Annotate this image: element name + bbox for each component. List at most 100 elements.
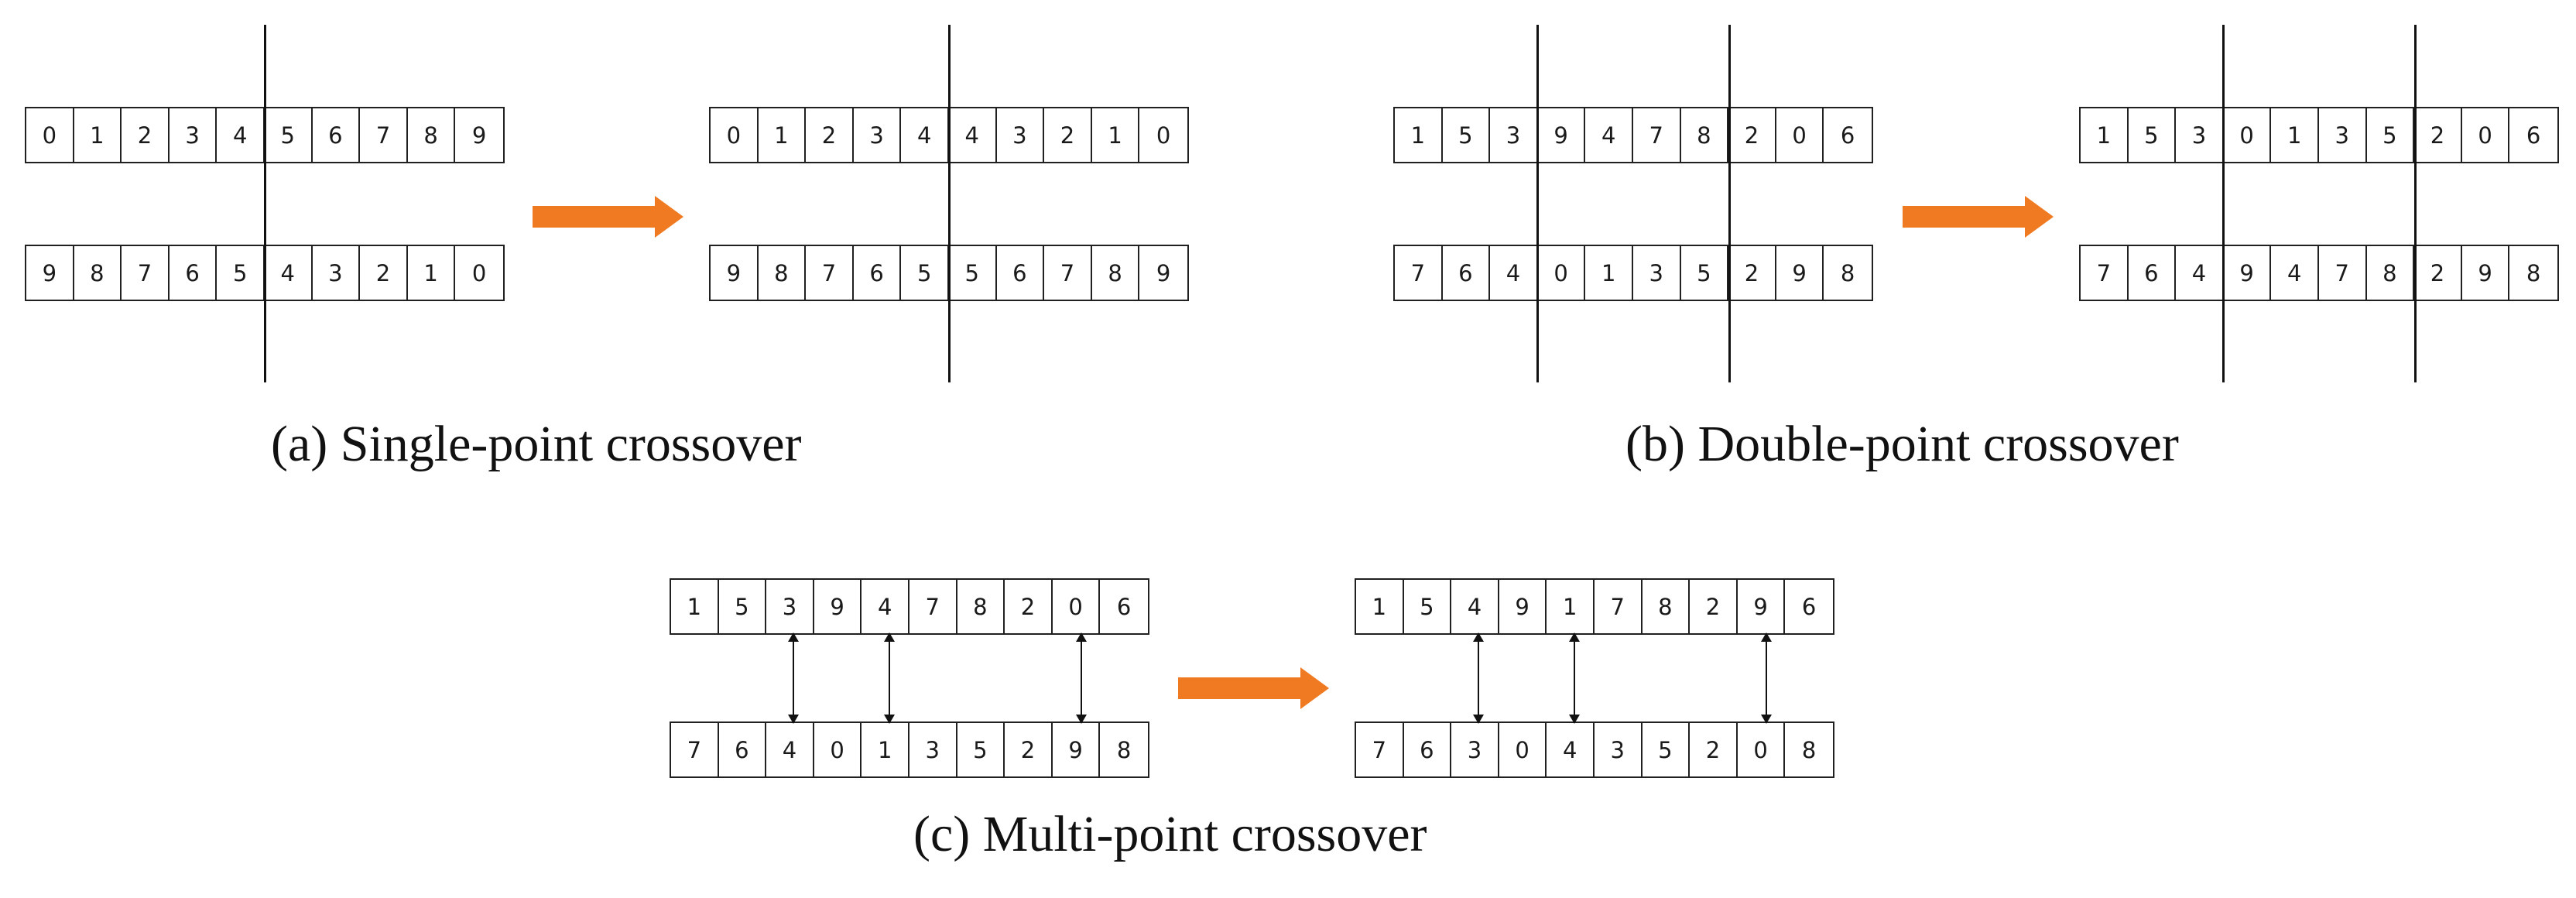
- crossover-cut-line: [2414, 25, 2417, 382]
- crossover-cut-line: [1536, 25, 1539, 382]
- gene-cell: 2: [2414, 246, 2462, 300]
- gene-cell: 6: [719, 723, 767, 776]
- gene-cell: 6: [2129, 246, 2177, 300]
- swap-link-arrow: [1761, 632, 1772, 724]
- gene-cell: 5: [1643, 723, 1690, 776]
- gene-cell: 6: [854, 246, 902, 300]
- swap-link-arrow: [884, 632, 895, 724]
- gene-cell: 0: [1499, 723, 1547, 776]
- gene-cell: 3: [170, 108, 218, 162]
- gene-cell: 7: [122, 246, 170, 300]
- gene-cell: 5: [2367, 108, 2415, 162]
- swap-link-arrow: [1569, 632, 1580, 724]
- swap-link-arrow: [1473, 632, 1484, 724]
- gene-cell: 8: [408, 108, 456, 162]
- gene-cell: 7: [806, 246, 854, 300]
- gene-cell: 8: [1801, 736, 1817, 763]
- gene-cell: 6: [2526, 122, 2541, 149]
- gene-cell: 2: [1690, 723, 1738, 776]
- crossover-cut-line: [1728, 25, 1731, 382]
- gene-cell: 1: [1092, 108, 1140, 162]
- gene-cell: 4: [2176, 246, 2224, 300]
- gene-cell: 6: [1801, 593, 1817, 620]
- gene-cell: 7: [1395, 246, 1443, 300]
- gene-cell: 5: [1681, 246, 1729, 300]
- gene-cell: 5: [1443, 108, 1491, 162]
- gene-cell: 5: [957, 723, 1005, 776]
- gene-cell: 1: [2081, 108, 2129, 162]
- gene-cell: 1: [1356, 580, 1404, 633]
- gene-cell: 9: [2462, 246, 2510, 300]
- gene-cell: 0: [711, 108, 759, 162]
- gene-cell: 5: [901, 246, 949, 300]
- gene-cell: 9: [1499, 580, 1547, 633]
- gene-cell: 6: [997, 246, 1045, 300]
- crossover-cut-line: [948, 25, 951, 382]
- gene-cell: 9: [1738, 580, 1786, 633]
- gene-cell: 2: [806, 108, 854, 162]
- gene-cell: 4: [2271, 246, 2319, 300]
- gene-cell: 5: [949, 246, 997, 300]
- gene-cell: 5: [1404, 580, 1452, 633]
- gene-cell: 6: [170, 246, 218, 300]
- gene-cell: 4: [901, 108, 949, 162]
- gene-cell: 0: [1776, 108, 1824, 162]
- gene-cell: 1: [74, 108, 122, 162]
- gene-cell: 9: [711, 246, 759, 300]
- gene-cell: 0: [26, 108, 74, 162]
- gene-cell: 8: [957, 580, 1005, 633]
- gene-cell: 5: [2129, 108, 2177, 162]
- gene-cell: 8: [2526, 259, 2541, 286]
- right-arrow-icon: [1903, 196, 2054, 238]
- gene-cell: 6: [313, 108, 361, 162]
- gene-cell: 9: [26, 246, 74, 300]
- gene-cell: 2: [122, 108, 170, 162]
- gene-cell: 7: [909, 580, 957, 633]
- gene-cell: 2: [1690, 580, 1738, 633]
- gene-cell: 2: [2414, 108, 2462, 162]
- gene-cell: 4: [1547, 723, 1595, 776]
- gene-cell: 1: [1395, 108, 1443, 162]
- gene-cell: 7: [360, 108, 408, 162]
- gene-cell: 9: [1053, 723, 1101, 776]
- right-arrow-icon: [1178, 667, 1329, 709]
- gene-cell: 8: [2367, 246, 2415, 300]
- gene-cell: 4: [1451, 580, 1499, 633]
- gene-cell: 4: [217, 108, 265, 162]
- gene-cell: 0: [2224, 108, 2272, 162]
- gene-cell: 9: [1776, 246, 1824, 300]
- gene-cell: 4: [1490, 246, 1538, 300]
- gene-cell: 2: [1728, 246, 1776, 300]
- gene-cell: 0: [814, 723, 862, 776]
- gene-cell: 0: [1053, 580, 1101, 633]
- gene-cell: 3: [997, 108, 1045, 162]
- gene-cell: 8: [74, 246, 122, 300]
- gene-cell: 2: [360, 246, 408, 300]
- crossover-cut-line: [2222, 25, 2225, 382]
- gene-cell: 2: [1005, 723, 1053, 776]
- gene-cell: 0: [2462, 108, 2510, 162]
- gene-cell: 0: [471, 259, 487, 286]
- gene-cell: 7: [1044, 246, 1092, 300]
- gene-cell: 9: [814, 580, 862, 633]
- gene-cell: 8: [1092, 246, 1140, 300]
- gene-cell: 2: [1044, 108, 1092, 162]
- gene-cell: 3: [854, 108, 902, 162]
- gene-cell: 1: [1547, 580, 1595, 633]
- swap-link-arrow: [1076, 632, 1087, 724]
- caption-multi-point: (c) Multi-point crossover: [913, 806, 1427, 862]
- gene-cell: 3: [1633, 246, 1681, 300]
- gene-cell: 3: [313, 246, 361, 300]
- gene-cell: 4: [949, 108, 997, 162]
- gene-cell: 5: [265, 108, 313, 162]
- gene-cell: 0: [1538, 246, 1586, 300]
- gene-cell: 1: [759, 108, 807, 162]
- gene-cell: 1: [2271, 108, 2319, 162]
- gene-cell: 7: [2319, 246, 2367, 300]
